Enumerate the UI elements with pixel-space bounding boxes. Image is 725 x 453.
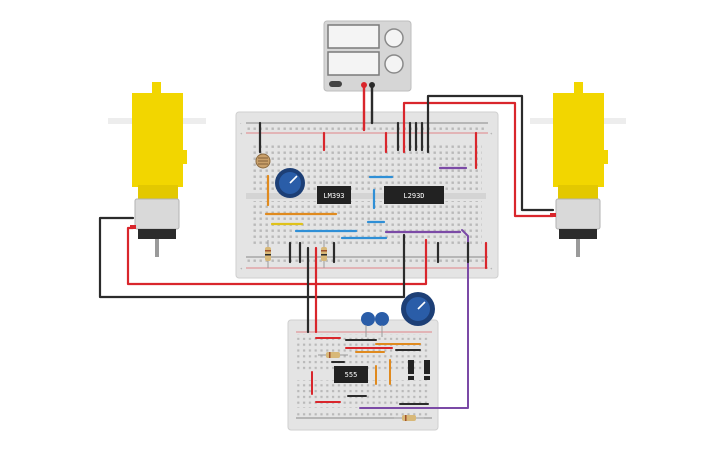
- potentiometer-main[interactable]: [275, 168, 305, 198]
- diode-2[interactable]: [424, 360, 430, 380]
- power-switch[interactable]: [329, 81, 342, 87]
- rail-plus-label-right: +: [490, 131, 493, 136]
- rail-plus-label-bottom-left: +: [240, 266, 243, 271]
- main-breadboard[interactable]: + - + + +: [235, 111, 499, 279]
- rail-plus-label-bottom: +: [490, 266, 493, 271]
- photoresistor[interactable]: [255, 153, 271, 169]
- resistor-left[interactable]: [265, 240, 271, 268]
- current-knob[interactable]: [384, 54, 404, 74]
- resistor-small-top[interactable]: [318, 352, 348, 358]
- rail-plus-label: +: [240, 131, 243, 136]
- resistor-small-bottom[interactable]: [394, 415, 424, 421]
- chip-lm393-label: LM393: [323, 192, 344, 200]
- chip-l293d-label: L293D: [403, 192, 424, 200]
- power-supply[interactable]: [323, 20, 412, 92]
- chip-l293d[interactable]: L293D: [384, 186, 444, 204]
- resistor-middle[interactable]: [321, 240, 327, 268]
- capacitor-1[interactable]: [361, 312, 375, 337]
- potentiometer-small[interactable]: [401, 292, 435, 326]
- chip-555[interactable]: 555: [334, 366, 368, 383]
- diode-1[interactable]: [408, 360, 414, 380]
- wires: [98, 84, 555, 409]
- rail-minus-label: -: [240, 120, 242, 125]
- jumpers-main: [258, 121, 488, 270]
- right-gear-motor[interactable]: [530, 82, 626, 257]
- chip-lm393[interactable]: LM393: [317, 186, 351, 204]
- left-gear-motor[interactable]: [108, 82, 206, 257]
- jumpers-small: [311, 337, 429, 405]
- chip-555-label: 555: [345, 371, 358, 379]
- capacitor-2[interactable]: [375, 312, 389, 337]
- voltage-knob[interactable]: [384, 28, 404, 48]
